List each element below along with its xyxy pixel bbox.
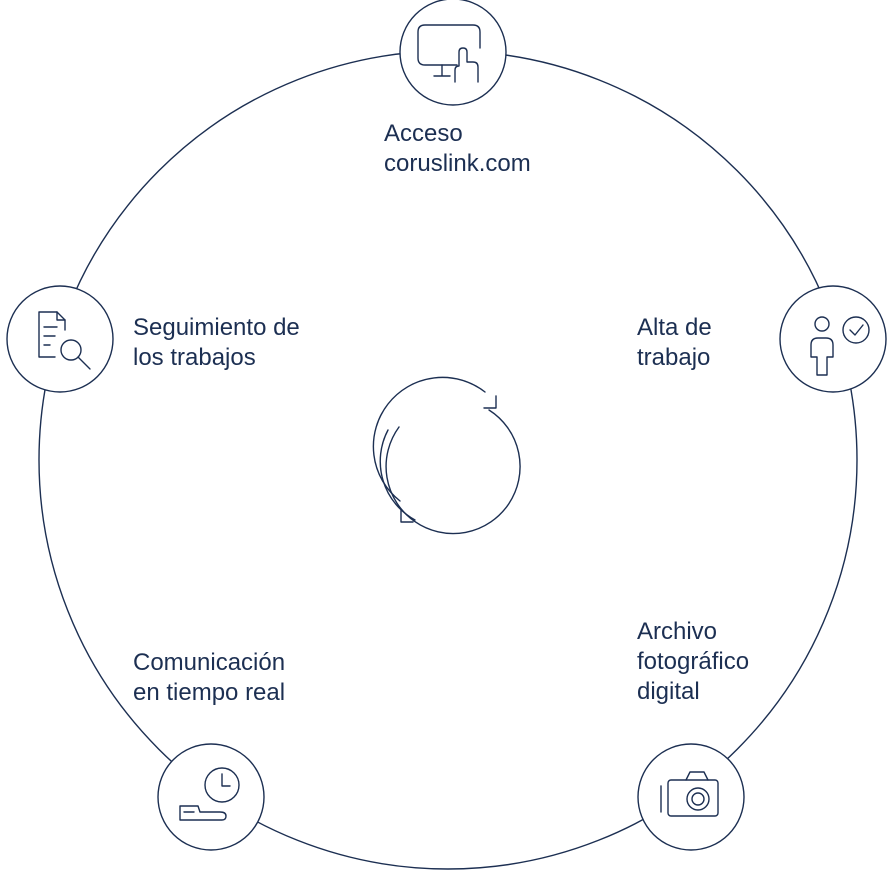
step-label-line: trabajo bbox=[637, 344, 711, 371]
step-label-line: digital bbox=[637, 678, 700, 705]
node-acceso bbox=[399, 0, 507, 106]
step-label-line: Archivo bbox=[637, 618, 718, 645]
step-label-line: Acceso bbox=[384, 120, 463, 147]
step-label-line: Seguimiento de bbox=[133, 314, 300, 341]
step-label-comunicacion: Comunicación en tiempo real bbox=[133, 648, 285, 708]
monitor-touch-icon bbox=[417, 24, 481, 83]
node-seguimiento bbox=[6, 285, 114, 393]
camera-icon bbox=[660, 771, 719, 817]
step-label-line: Comunicación bbox=[133, 649, 286, 676]
step-label-archivo: Archivo fotográfico digital bbox=[637, 617, 749, 707]
step-label-line: coruslink.com bbox=[384, 150, 531, 177]
step-label-acceso: Acceso coruslink.com bbox=[384, 119, 531, 179]
step-label-seguimiento: Seguimiento de los trabajos bbox=[133, 313, 300, 373]
user-check-icon bbox=[810, 316, 870, 376]
step-label-line: los trabajos bbox=[133, 344, 256, 371]
node-archivo bbox=[637, 743, 745, 851]
hand-clock-icon bbox=[179, 767, 240, 821]
step-label-line: fotográfico bbox=[637, 648, 750, 675]
step-label-alta: Alta de trabajo bbox=[637, 313, 712, 373]
step-label-line: en tiempo real bbox=[133, 679, 286, 706]
document-search-icon bbox=[38, 311, 91, 370]
node-alta bbox=[779, 285, 887, 393]
step-label-line: Alta de bbox=[637, 314, 712, 341]
cycle-arrows-icon bbox=[372, 376, 521, 535]
node-comunicacion bbox=[157, 743, 265, 851]
